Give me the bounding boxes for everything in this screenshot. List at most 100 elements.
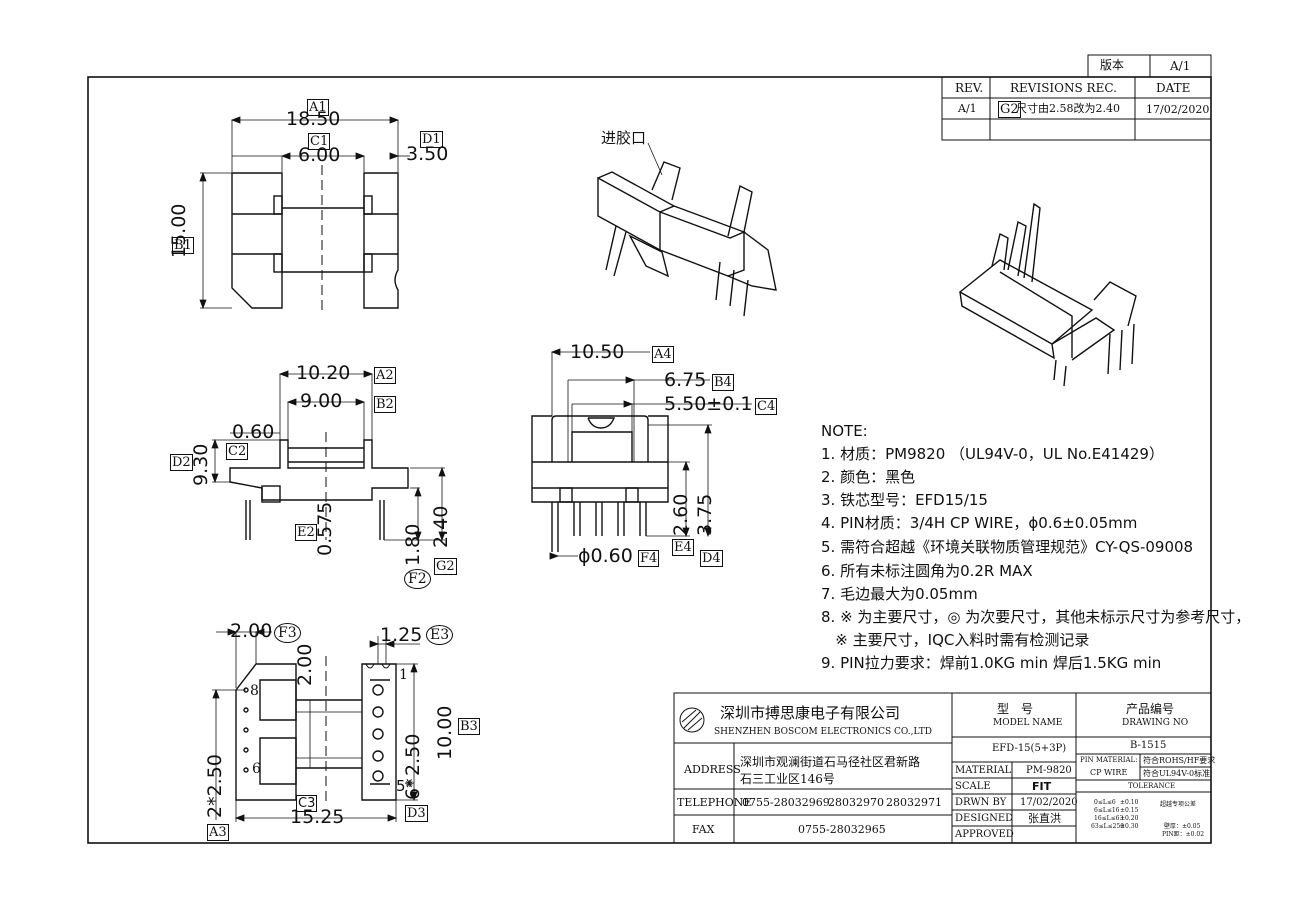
approved-label: APPROVED [955,829,1014,840]
dim-tag-b1: B1 [172,237,194,254]
dim-tag-c2: C2 [226,443,249,460]
dim-b3: 10.00 [434,705,456,760]
pin-material-label: PIN MATERIAL: [1080,756,1138,764]
fax-label: FAX [692,823,715,836]
dim-tag-c1: C1 [308,133,331,150]
note-item: 8. ※ 为主要尺寸，◎ 为次要尺寸，其他未标示尺寸为参考尺寸， [821,608,1251,626]
dim-tag-a3: A3 [207,824,229,841]
drawn-date: 17/02/2020 [1020,797,1078,808]
fax-number: 0755-28032965 [798,823,886,836]
version-label: 版本 [1100,58,1125,72]
address-line2: 石三工业区146号 [740,772,835,786]
dim-tag-e3: E3 [426,625,454,645]
dim-g2: 2.40 [430,505,452,548]
revisions-header: REVISIONS REC. [1010,81,1117,95]
dim-tag-b3: B3 [458,718,480,735]
rev-row-rev: A/1 [958,102,977,115]
dim-b4: 6.75 [664,369,707,391]
dim-tag-f4: F4 [638,550,660,567]
drawing-no-label-cn: 产品编号 [1126,702,1175,716]
dim-tag-c3: C3 [296,795,318,812]
title-block-lines [673,692,1212,844]
material-value: PM-9820 [1026,765,1072,776]
gate-label: 进胶口 [601,129,647,147]
model-value: EFD-15(5+3P) [992,743,1067,754]
tol-value-1: ±0.10 [1120,799,1139,806]
dim-d2: 9.30 [190,443,212,486]
tol-wall: 壁厚：±0.05 [1164,823,1201,830]
pin-8-label: 8 [250,683,259,699]
dim-d1: 3.50 [406,143,449,165]
address-label: ADDRESS [684,763,741,776]
dim-f4: ϕ0.60 [578,545,633,567]
dim-tag-a1: A1 [307,99,329,116]
pin-material-value: CP WIRE [1090,768,1128,777]
note-item: 1. 材质：PM9820 （UL94V-0，UL No.E41429） [821,445,1164,463]
side-view [531,415,669,552]
pin-6-label: 6 [252,761,261,777]
dim-tag-g2: G2 [434,558,457,575]
version-value: A/1 [1170,59,1191,73]
notes-heading: NOTE: [821,422,868,440]
dim-tag-d3: D3 [405,805,428,822]
note-item: 3. 铁芯型号：EFD15/15 [821,491,988,509]
rev-header: REV. [955,81,984,95]
dim-f3: 2.00 [230,620,273,642]
dim-e3: 1.25 [380,624,423,646]
dim-b1: 15.00 [168,203,190,258]
model-label-cn: 型 号 [997,702,1034,716]
rohs-note: 符合ROHS/HF要求 [1143,756,1216,765]
dim-tag-e2: E2 [295,524,317,541]
address-line1: 深圳市观澜街道石马径社区君新路 [740,755,921,769]
tol-range-4: 63≤L≤250 [1091,823,1125,830]
dim-c4: 5.50±0.1 [664,393,753,415]
dim-tag-d2: D2 [170,454,193,471]
dim-a4: 10.50 [570,341,625,363]
dim-tag-a2: A2 [374,367,396,384]
material-label: MATERIAL [955,765,1012,776]
telephone-label: TELEPHONE [677,796,752,809]
note-item: 2. 颜色：黑色 [821,468,916,486]
dim-tag-d1: D1 [420,131,443,148]
dim-d4: 3.75 [694,493,716,536]
note-item: ※ 主要尺寸，IQC入料时需有检测记录 [821,631,1090,649]
dim-tag-a4: A4 [652,346,674,363]
note-item: 5. 需符合超越《环境关联物质管理规范》CY-QS-09008 [821,538,1194,556]
bottom-view [235,656,397,806]
pin-1-label: 1 [399,667,408,683]
dim-c2: 0.60 [232,421,275,443]
note-item: 6. 所有未标注圆角为0.2R MAX [821,562,1033,580]
tol-value-2: ±0.15 [1120,807,1139,814]
dim-center-200: 2.00 [294,643,316,686]
tol-range-3: 16≤L≤63 [1094,815,1124,822]
dim-c3: 15.25 [290,806,345,828]
telephone-3: 28032971 [886,796,942,809]
tol-value-3: ±0.20 [1120,815,1139,822]
rev-row-date: 17/02/2020 [1146,103,1210,116]
drawing-no-value: B-1515 [1130,740,1167,751]
dim-tag-e4: E4 [672,539,694,556]
tol-value-4: ±0.30 [1120,823,1139,830]
designer-name: 张直洪 [1028,812,1061,825]
tol-range-1: 0≤L≤6 [1094,799,1116,806]
date-header: DATE [1156,81,1191,95]
dim-e2: 0.575 [314,501,336,556]
dim-a3: 2*2.50 [204,754,226,818]
telephone-1: 0755-28032969 [742,796,830,809]
company-name-cn: 深圳市搏思康电子有限公司 [720,704,901,722]
iso-view-left [597,161,777,317]
dim-tag-d4: D4 [700,550,723,567]
dim-e4: 2.60 [670,493,692,536]
dim-tag-f3: F3 [274,623,301,643]
dim-a1: 18.50 [286,108,341,130]
note-item: 7. 毛边最大为0.05mm [821,585,978,603]
tol-range-2: 6≤L≤16 [1094,807,1120,814]
company-name-en: SHENZHEN BOSCOM ELECTRONICS CO.,LTD [714,727,932,737]
rev-row-desc: 尺寸由2.58改为2.40 [1016,102,1120,115]
dim-tag-c4: C4 [755,398,778,415]
pin5-label: 5* [396,777,414,795]
tol-pin-pitch: PIN距：±0.02 [1162,831,1205,838]
scale-value: FIT [1032,780,1052,793]
ul-note: 符合UL94V-0标准 [1143,769,1211,778]
dim-tag-f2: F2 [404,569,431,589]
